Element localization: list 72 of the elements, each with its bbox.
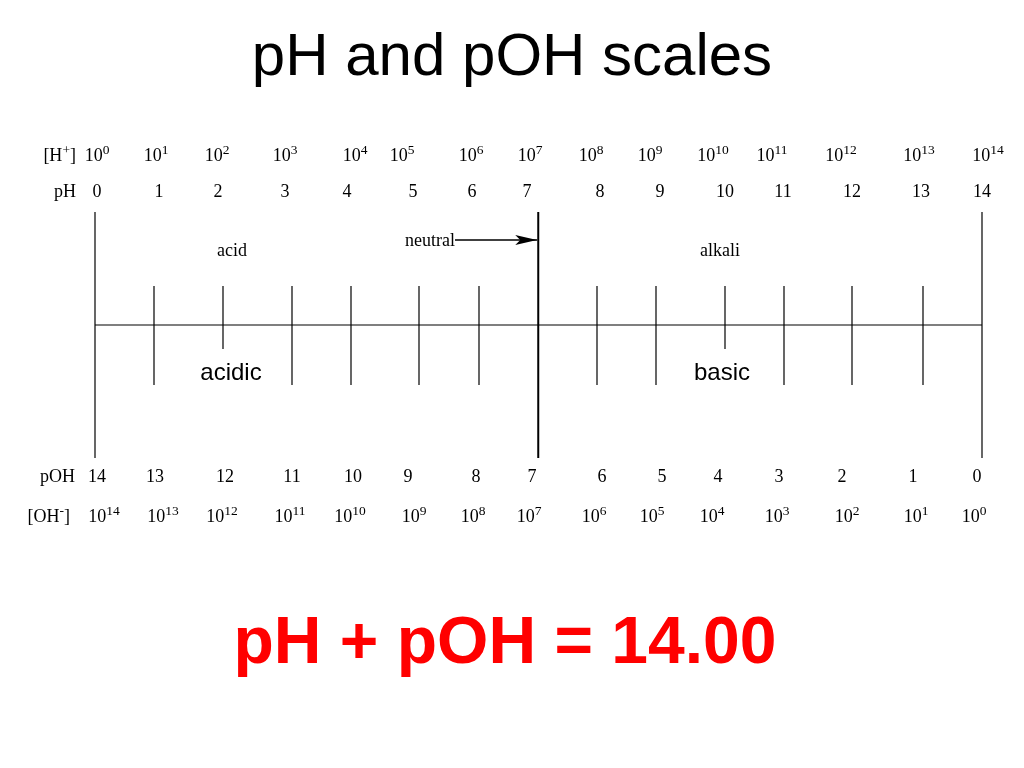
scale-value: 10$^{13}$ — [147, 504, 179, 528]
scale-value: 10 — [716, 180, 734, 203]
scale-value: 10 — [344, 465, 362, 488]
row-label: pOH — [40, 465, 75, 488]
scale-value: 10$^{8}$ — [460, 504, 486, 528]
scale-value: 11 — [774, 180, 792, 203]
scale-value: 9 — [655, 180, 665, 203]
scale-value: 10$^{7}$ — [516, 504, 542, 528]
scale-value: 0 — [92, 180, 102, 203]
scale-value: 12 — [843, 180, 861, 203]
scale-value: 10$^{1}$ — [143, 143, 169, 167]
region-label: acid — [217, 239, 247, 262]
scale-value: 10$^{9}$ — [637, 143, 663, 167]
scale-value: 7 — [527, 465, 537, 488]
region-label: alkali — [700, 239, 740, 262]
scale-value: 10$^{11}$ — [756, 143, 788, 167]
scale-value: 8 — [471, 465, 481, 488]
scale-value: 10$^{0}$ — [961, 504, 987, 528]
scale-value: 10$^{13}$ — [903, 143, 935, 167]
scale-value: 10$^{4}$ — [342, 143, 368, 167]
scale-value: 3 — [280, 180, 290, 203]
scale-value: 6 — [597, 465, 607, 488]
region-label: basic — [694, 358, 750, 386]
scale-value: 10$^{1}$ — [903, 504, 929, 528]
scale-value: 10$^{6}$ — [581, 504, 607, 528]
row-label: pH — [54, 180, 76, 203]
row-label: [H$^{+}$] — [43, 143, 76, 167]
scale-value: 10$^{11}$ — [274, 504, 306, 528]
scale-value: 2 — [837, 465, 847, 488]
scale-value: 14 — [973, 180, 991, 203]
scale-value: 10$^{12}$ — [206, 504, 238, 528]
scale-value: 7 — [522, 180, 532, 203]
scale-value: 3 — [774, 465, 784, 488]
scale-value: 1 — [908, 465, 918, 488]
scale-value: 5 — [657, 465, 667, 488]
scale-value: 0 — [972, 465, 982, 488]
region-label: acidic — [200, 358, 262, 386]
scale-value: 10$^{10}$ — [334, 504, 366, 528]
scale-value: 4 — [713, 465, 723, 488]
scale-value: 13 — [912, 180, 930, 203]
scale-value: 10$^{7}$ — [517, 143, 543, 167]
scale-value: 10$^{0}$ — [84, 143, 110, 167]
scale-value: 10$^{3}$ — [272, 143, 298, 167]
neutral-label: neutral — [405, 228, 455, 252]
scale-value: 1 — [154, 180, 164, 203]
scale-value: 10$^{14}$ — [972, 143, 1004, 167]
scale-value: 5 — [408, 180, 418, 203]
scale-value: 8 — [595, 180, 605, 203]
scale-value: 10$^{14}$ — [88, 504, 120, 528]
scale-value: 10$^{2}$ — [834, 504, 860, 528]
scale-value: 9 — [403, 465, 413, 488]
scale-value: 10$^{5}$ — [639, 504, 665, 528]
scale-value: 4 — [342, 180, 352, 203]
scale-value: 10$^{10}$ — [697, 143, 729, 167]
title: pH and pOH scales — [251, 25, 773, 85]
scale-value: 10$^{9}$ — [401, 504, 427, 528]
scale-value: 10$^{8}$ — [578, 143, 604, 167]
scale-value: 10$^{3}$ — [764, 504, 790, 528]
scale-value: 11 — [283, 465, 301, 488]
scale-value: 10$^{12}$ — [825, 143, 857, 167]
scale-value: 10$^{4}$ — [699, 504, 725, 528]
row-label: [OH$^{-}$] — [27, 504, 70, 528]
scale-value: 14 — [88, 465, 106, 488]
scale-value: 12 — [216, 465, 234, 488]
scale-value: 13 — [146, 465, 164, 488]
arrow — [454, 235, 538, 245]
neutral-line — [537, 212, 539, 458]
scale-value: 10$^{6}$ — [458, 143, 484, 167]
scale-value: 10$^{2}$ — [204, 143, 230, 167]
scale-value: 2 — [213, 180, 223, 203]
scale-value: 10$^{5}$ — [389, 143, 415, 167]
scale-value: 6 — [467, 180, 477, 203]
